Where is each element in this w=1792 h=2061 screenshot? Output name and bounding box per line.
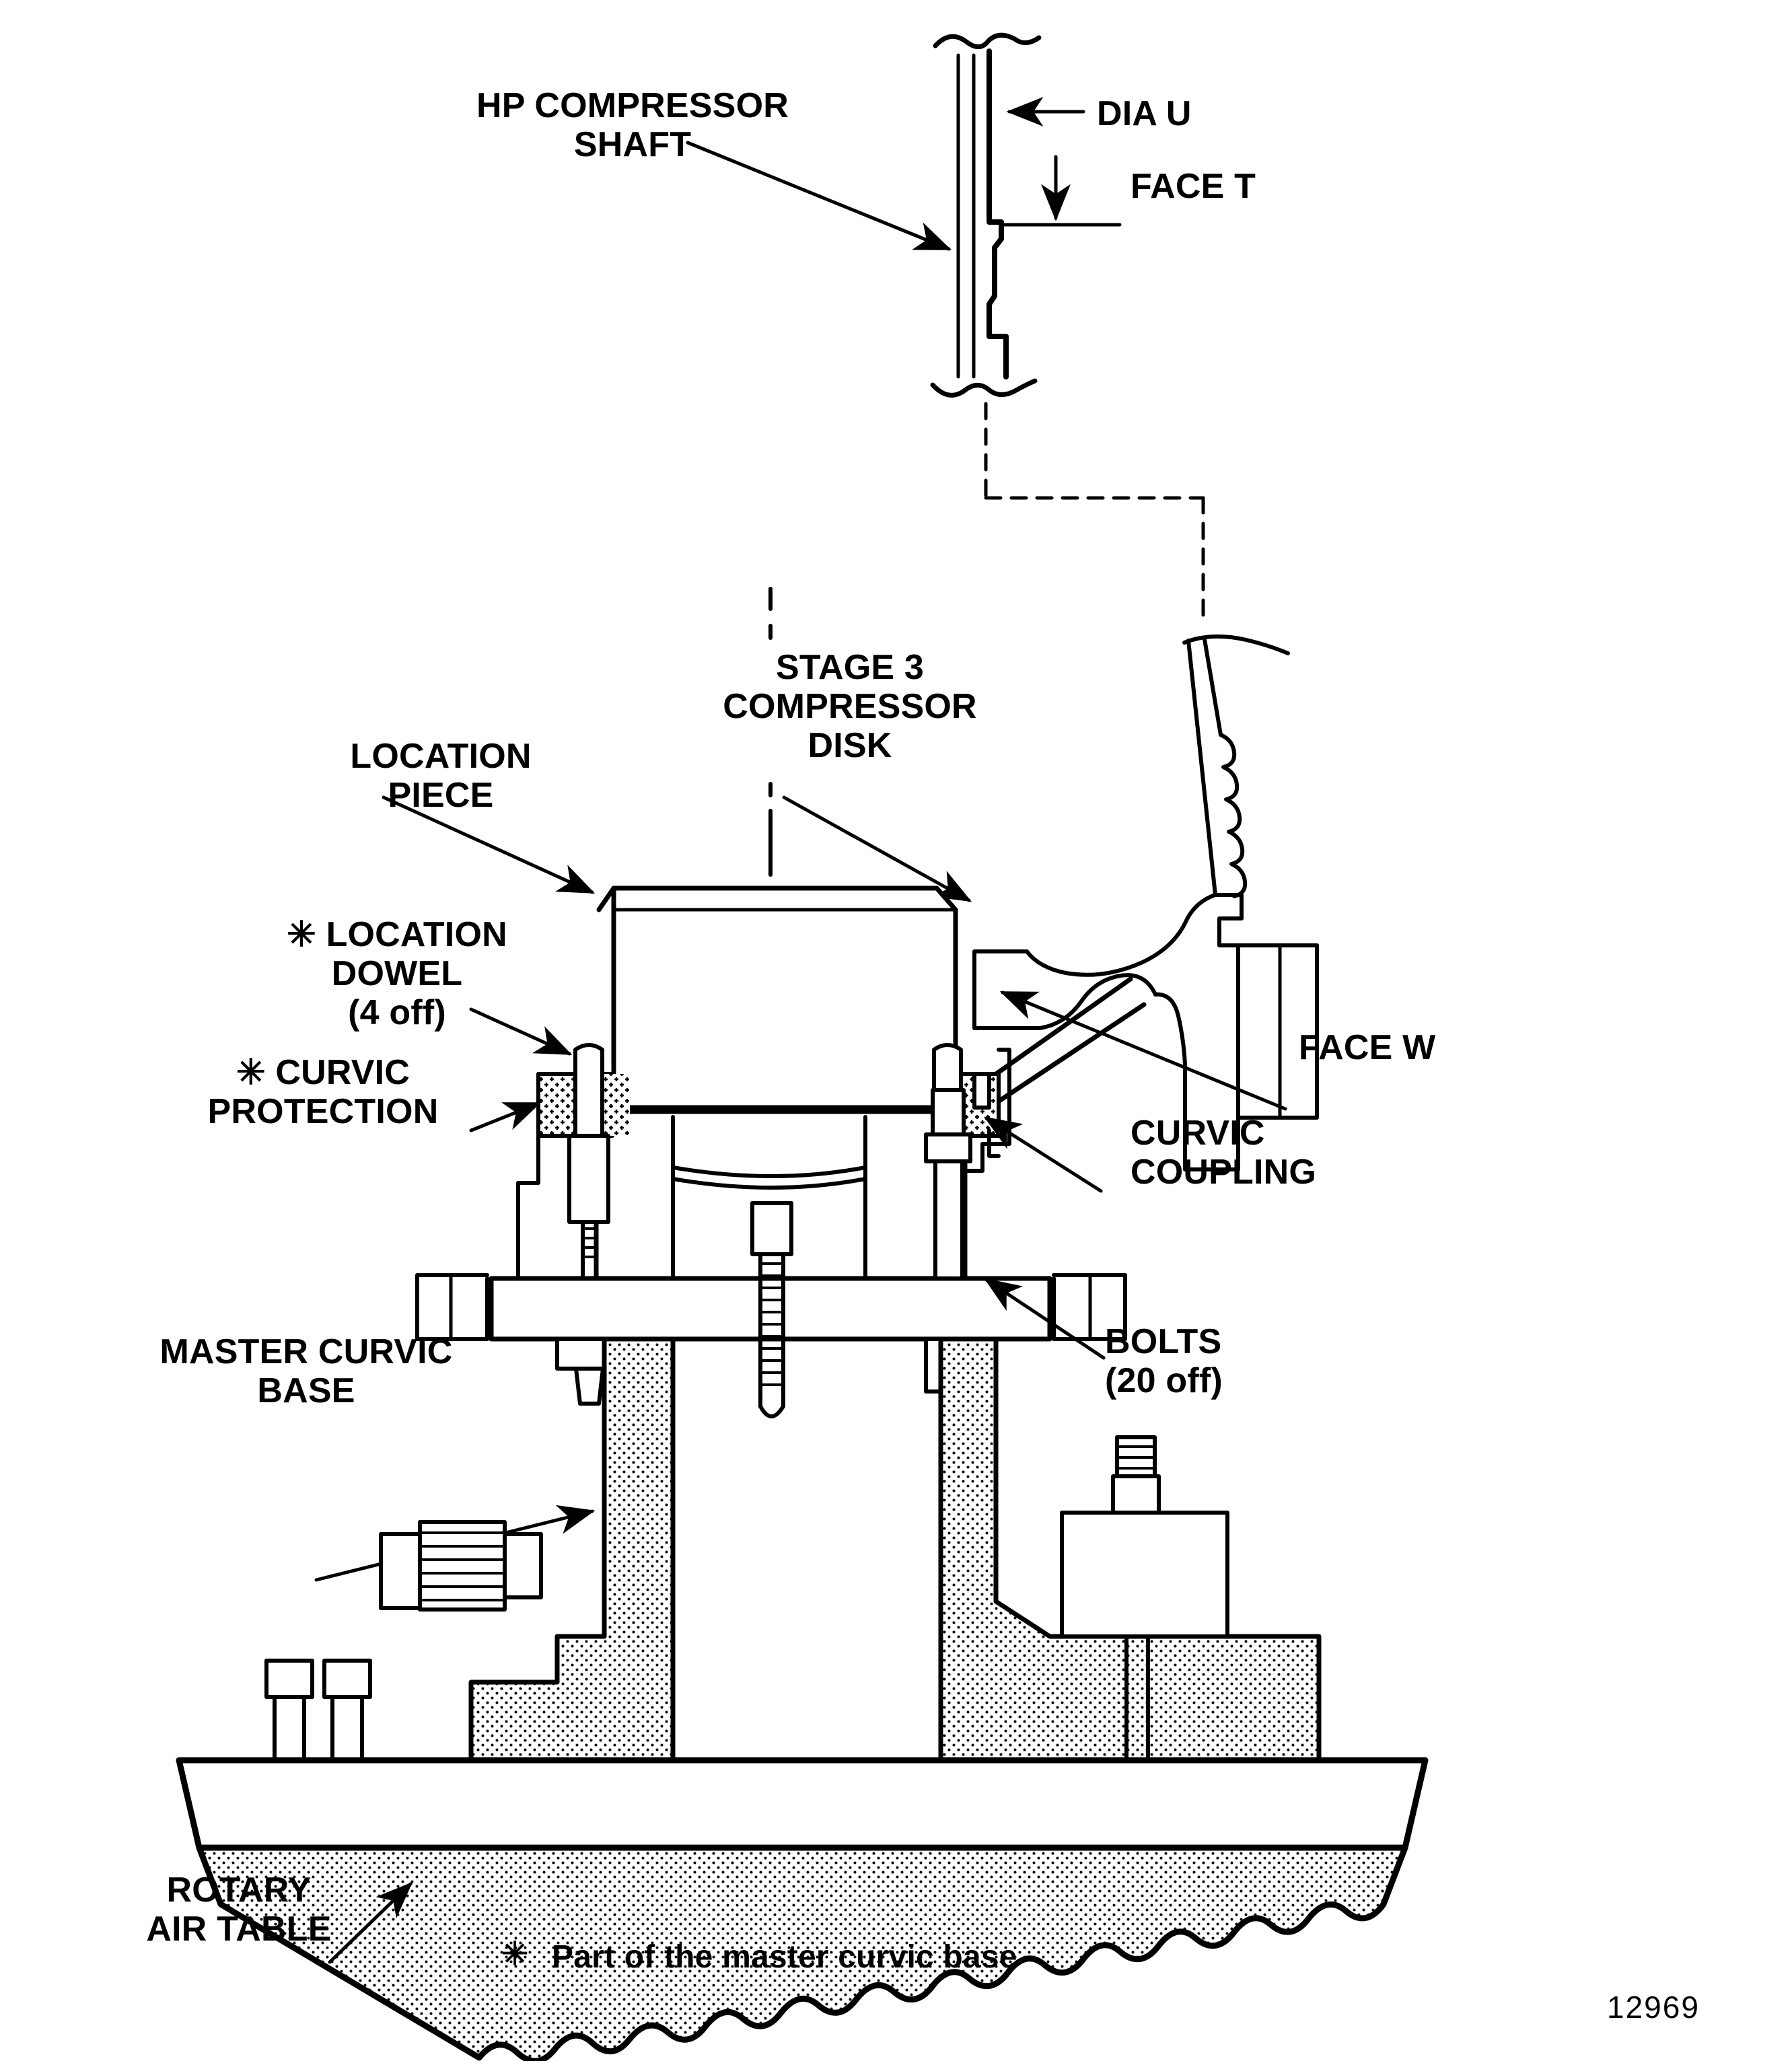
fixture-flange [415, 1109, 1127, 1342]
location-dowel-left [555, 1043, 624, 1406]
face-t-leader [1001, 155, 1122, 227]
face-w-leader [999, 990, 1287, 1111]
fixture-step-left [516, 1134, 540, 1280]
curvic-coupling-leader [984, 1116, 1103, 1193]
figure-number: 12969 [1607, 1990, 1700, 2025]
footnote-text: Part of the master curvic base [552, 1939, 1017, 1975]
label-stage3-compressor-disk: STAGE 3 COMPRESSOR DISK [723, 648, 977, 766]
label-master-curvic-base: MASTER CURVIC BASE [159, 1332, 453, 1411]
stage3-compressor-disk-leader [782, 795, 972, 902]
stage3-compressor-disk [972, 634, 1319, 1171]
location-piece-leader [382, 795, 596, 894]
label-curvic-coupling: CURVIC COUPLING [1131, 1114, 1317, 1192]
label-bolts: BOLTS (20 off) [1105, 1322, 1223, 1401]
rotary-air-table [176, 1757, 1429, 2061]
location-dowel-leader [469, 1007, 573, 1056]
label-location-dowel: ✳ LOCATION DOWEL (4 off) [287, 915, 507, 1033]
centre-bolt [750, 1201, 793, 1418]
label-curvic-protection: ✳ CURVIC PROTECTION [207, 1053, 439, 1132]
phantom-connector [984, 402, 1205, 621]
label-face-t: FACE T [1131, 167, 1256, 206]
location-piece [596, 885, 958, 1110]
label-face-w: FACE W [1299, 1028, 1436, 1067]
rotary-air-table-leader [328, 1881, 413, 1964]
footnote-symbol: ✳ [501, 1937, 529, 1972]
label-dia-u: DIA U [1097, 94, 1192, 133]
label-location-piece: LOCATION PIECE [350, 737, 532, 816]
label-rotary-air-table: ROTARY AIR TABLE [146, 1871, 332, 1949]
hp-compressor-shaft-leader [686, 141, 952, 251]
side-clamp-bolt-left [379, 1520, 543, 1612]
bolts-leader [984, 1278, 1106, 1360]
hp-compressor-shaft-section [930, 32, 1042, 398]
label-hp-compressor-shaft: HP COMPRESSOR SHAFT [476, 86, 789, 165]
curvic-protection-leader [469, 1101, 542, 1132]
